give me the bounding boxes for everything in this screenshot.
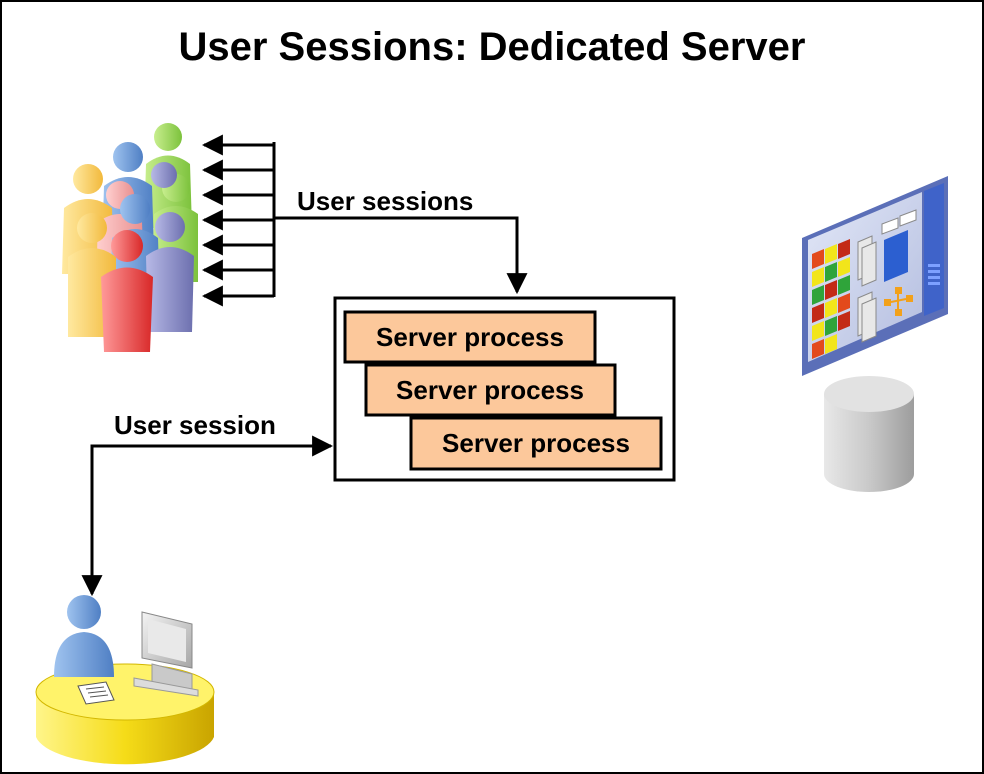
server-process-label: Server process bbox=[396, 375, 584, 405]
user-session-label: User session bbox=[114, 410, 276, 440]
user-group-icon bbox=[62, 123, 198, 352]
server-process-label: Server process bbox=[442, 428, 630, 458]
user-sessions-connector bbox=[201, 134, 528, 307]
user-workstation-icon bbox=[35, 595, 215, 765]
server-process-box: Server process bbox=[409, 416, 663, 471]
page-title: User Sessions: Dedicated Server bbox=[179, 25, 806, 69]
database-icon bbox=[824, 376, 914, 492]
server-process-box: Server process bbox=[343, 310, 597, 364]
server-process-box: Server process bbox=[364, 363, 617, 417]
server-process-label: Server process bbox=[376, 322, 564, 352]
user-session-connector bbox=[81, 435, 334, 597]
server-machine-icon bbox=[802, 176, 948, 376]
user-sessions-label: User sessions bbox=[297, 186, 473, 216]
